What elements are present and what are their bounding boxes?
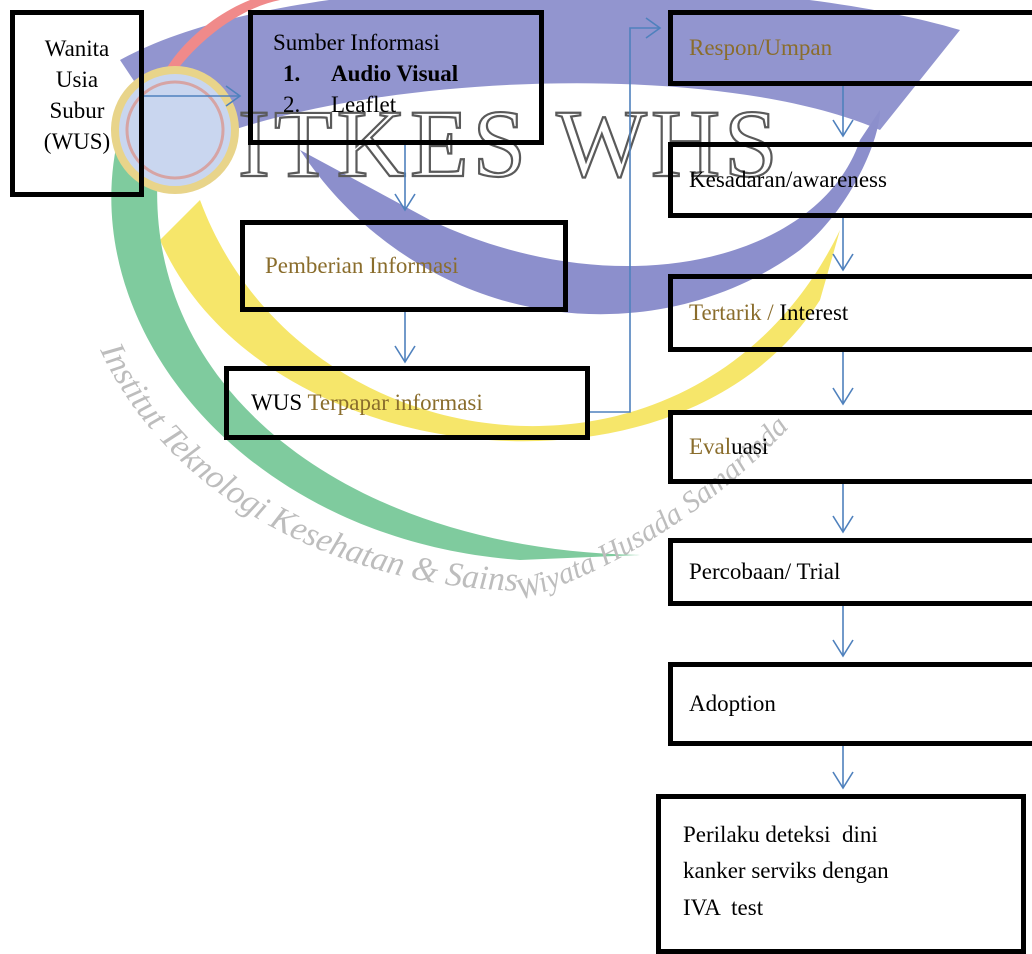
box-tertarik: Tertarik / Interest [668, 274, 1032, 352]
pemberian-label: Pemberian Informasi [265, 253, 459, 279]
stage-label-kesadaran: Kesadaran/awareness [689, 167, 887, 193]
stage-label-percobaan: Percobaan/ Trial [689, 559, 841, 585]
box-adoption: Adoption [668, 662, 1032, 746]
watermark-globe [111, 66, 239, 194]
sumber-item-1: 1. Audio Visual [273, 58, 539, 89]
watermark-blue-swoosh [300, 110, 880, 315]
box-sumber-informasi: Sumber Informasi 1. Audio Visual 2. Leafle… [248, 10, 544, 145]
stage-label-tertarik-b: Interest [779, 300, 849, 326]
sumber-title: Sumber Informasi [273, 30, 440, 55]
watermark-red-arc [150, 0, 280, 120]
final-line-1: Perilaku deteksi dini [683, 822, 878, 847]
wus-line-4: (WUS) [43, 129, 111, 155]
sumber-list: 1. Audio Visual 2. Leaflet [273, 58, 539, 120]
wus-line-3: Subur [49, 98, 105, 124]
box-wus: Wanita Usia Subur (WUS) [10, 10, 144, 197]
stage-label-evaluasi-a: Eval [689, 434, 732, 460]
final-line-2: kanker serviks dengan [683, 858, 889, 884]
box-wus-terpapar: WUS Terpapar informasi [224, 366, 590, 440]
terpapar-label-rest: Terpapar informasi [302, 390, 483, 416]
stage-label-tertarik-a: Tertarik / [689, 300, 780, 326]
sumber-item-2-label: Leaflet [331, 92, 397, 118]
box-pemberian-informasi: Pemberian Informasi [240, 220, 568, 312]
sumber-item-1-num: 1. [283, 61, 301, 87]
sumber-item-2-num: 2. [283, 92, 301, 118]
wus-line-1: Wanita [44, 36, 110, 61]
stage-label-respon: Respon/Umpan [689, 35, 833, 61]
watermark-yellow-swoosh [160, 200, 840, 442]
stage-label-adoption: Adoption [689, 691, 776, 717]
box-perilaku-deteksi: Perilaku deteksi dini kanker serviks den… [656, 794, 1026, 954]
box-kesadaran: Kesadaran/awareness [668, 142, 1032, 218]
stage-label-evaluasi-b: uasi [731, 434, 769, 460]
sumber-item-2: 2. Leaflet [273, 89, 539, 120]
wus-line-2: Usia [55, 67, 99, 93]
terpapar-label-wus: WUS [251, 390, 303, 416]
final-line-3: IVA test [683, 894, 764, 920]
sumber-item-1-label: Audio Visual [331, 61, 459, 87]
box-percobaan: Percobaan/ Trial [668, 538, 1032, 606]
watermark-green-arc [111, 130, 640, 560]
box-respon-umpan: Respon/Umpan [668, 10, 1032, 86]
